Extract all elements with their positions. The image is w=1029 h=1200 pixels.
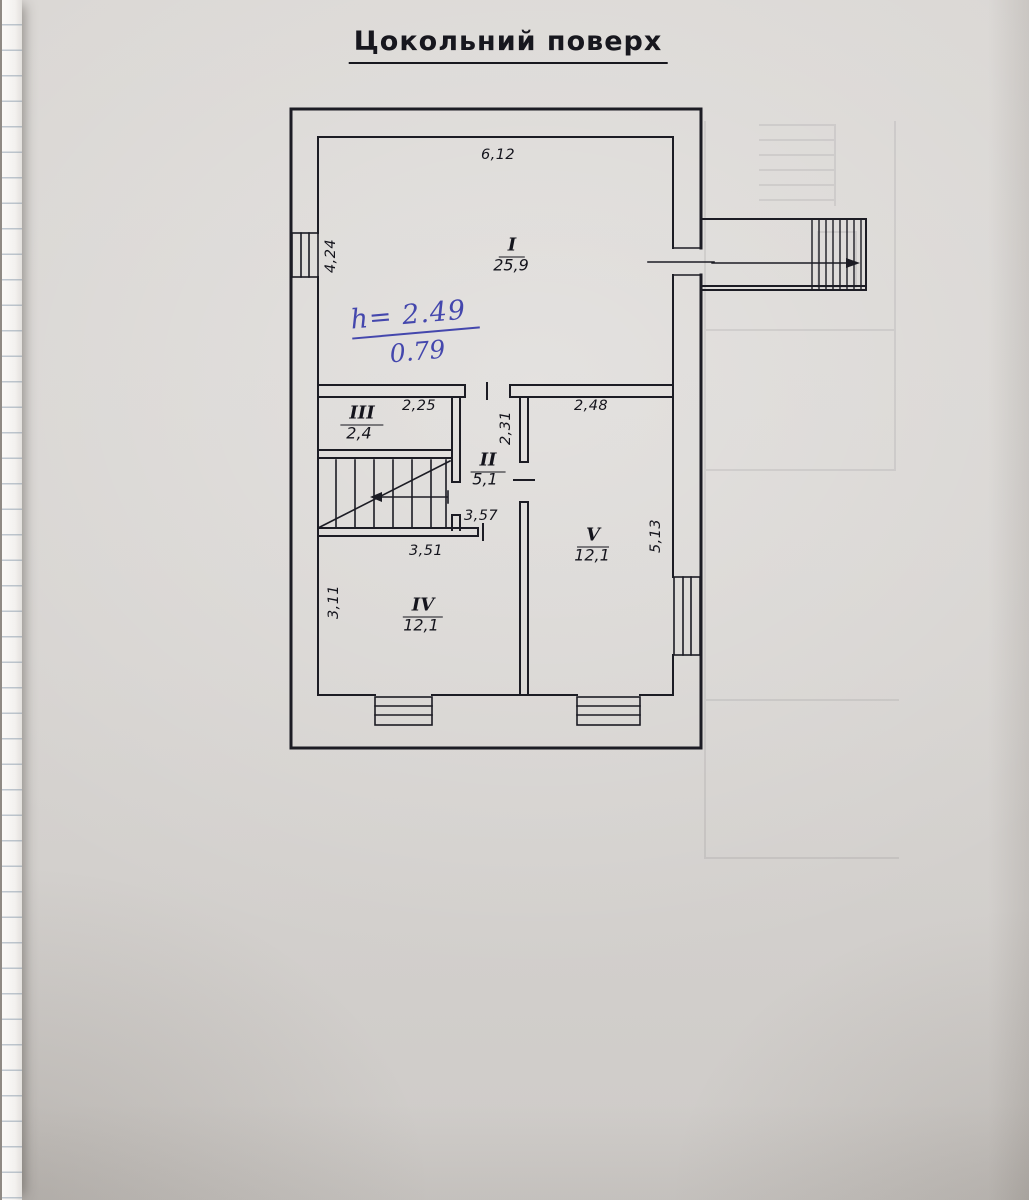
- stair-direction-arrow: [370, 492, 382, 502]
- dim-corridor-height: 2,31: [498, 411, 514, 445]
- partition-room3-bottom: [317, 449, 453, 459]
- notebook-page-edge: [0, 0, 22, 1200]
- dim-room1-height: 4,24: [323, 239, 339, 273]
- room-4-numeral: IV: [402, 595, 444, 618]
- inner-wall-lines: [317, 136, 674, 696]
- window-right: [673, 576, 701, 656]
- dim-room5-width: 2,48: [574, 398, 608, 414]
- room-5-area: 12,1: [574, 545, 610, 565]
- room-2-area: 5,1: [472, 469, 498, 489]
- dim-room5-height: 5,13: [648, 519, 664, 553]
- window-bottom-right: [576, 696, 641, 726]
- outer-walls: [289, 107, 703, 750]
- dim-corridor-width: 3,57: [464, 508, 498, 524]
- page-title: Цокольний поверх: [348, 26, 668, 64]
- room-4-area: 12,1: [403, 615, 439, 635]
- partition-room1-bottom: [317, 382, 674, 400]
- room-1-area: 25,9: [493, 255, 529, 275]
- ghost-bleedthrough: [704, 121, 899, 859]
- room-1-numeral: I: [498, 235, 526, 258]
- room-5-numeral: V: [577, 525, 609, 548]
- exit-direction-arrow: [846, 258, 860, 268]
- partition-stairwell: [451, 396, 461, 531]
- partition-corridor-room5: [513, 396, 535, 696]
- dim-room1-width: 6,12: [481, 147, 515, 163]
- room-3-numeral: III: [340, 403, 384, 426]
- dim-room4-width: 3,51: [409, 543, 443, 559]
- room-2-numeral: II: [470, 450, 506, 473]
- dim-room4-height: 3,11: [326, 585, 342, 619]
- handwritten-note: h= 2.49 0.79: [349, 293, 482, 372]
- window-left: [291, 232, 319, 278]
- room-3-area: 2,4: [346, 423, 372, 443]
- partition-room4-top: [317, 523, 484, 541]
- entrance-door-opening: [647, 247, 715, 276]
- exterior-stairs: [700, 218, 867, 291]
- window-bottom-left: [374, 696, 433, 726]
- dim-room3-width: 2,25: [402, 398, 436, 414]
- staircase: [318, 459, 452, 529]
